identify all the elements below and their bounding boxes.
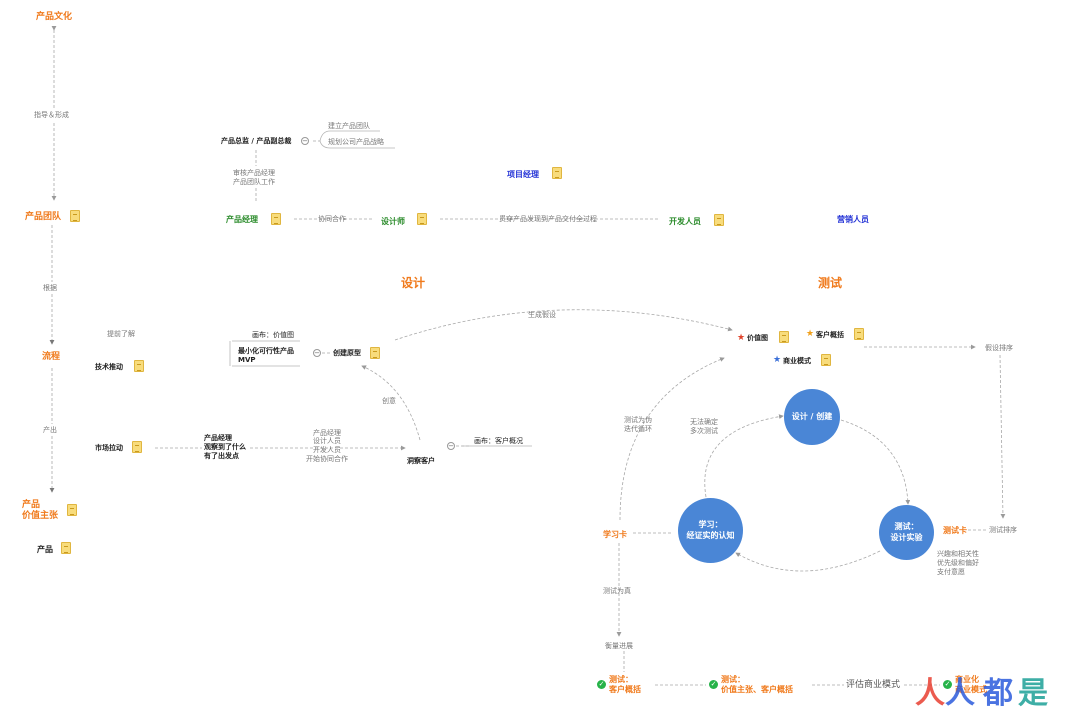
watermark-char: 都 [983, 676, 1014, 711]
mvp-line2: MVP [238, 356, 256, 364]
interest-line3: 支付意愿 [937, 568, 965, 576]
interest-line2: 优先级和偏好 [937, 559, 979, 567]
pm-observe-line2: 观察到了什么 [204, 443, 246, 451]
learning-card-node: 学习卡 [603, 530, 627, 539]
uncertain-line2: 多次测试 [690, 427, 718, 435]
product-label: 产品 [37, 545, 53, 554]
build-team-label: 建立产品团队 [328, 122, 370, 130]
review-line1: 审核产品经理 [233, 169, 275, 177]
mvp-line1: 最小化可行性产品 [238, 347, 294, 355]
output-label: 产出 [43, 426, 57, 434]
note-icon [67, 504, 77, 516]
guide-form-label: 指导＆形成 [34, 111, 69, 119]
product-team-label: 产品团队 [25, 212, 62, 222]
pm-observe-line3: 有了出发点 [204, 452, 239, 460]
collapse-icon: − [313, 349, 321, 357]
uncertain-line1: 无法确定 [690, 418, 718, 426]
test-cp-line1: 测试： [609, 675, 633, 684]
star-icon: ★ [806, 329, 815, 339]
design-create-circle: 设计 / 创建 [784, 389, 840, 445]
value-map-node: 价值图 [747, 334, 768, 342]
through-process-label: 贯穿产品发现到产品交付全过程 [499, 215, 597, 223]
design-section-title: 设计 [401, 276, 426, 290]
know-ahead-label: 提前了解 [107, 330, 135, 338]
note-icon [714, 214, 724, 226]
star-icon: ★ [773, 355, 782, 365]
measure-progress-label: 衡量进展 [605, 642, 633, 650]
check-icon: ✓ [597, 680, 606, 689]
design-create-label: 设计 / 创建 [791, 411, 833, 421]
pm-observe-line1: 产品经理 [204, 434, 232, 442]
test-false-line1: 测试为伪 [624, 416, 652, 424]
watermark-char: 是 [1018, 676, 1049, 711]
note-icon [70, 210, 80, 222]
note-icon [271, 213, 281, 225]
note-icon [854, 328, 864, 340]
customer-profile-node: 客户概括 [816, 331, 844, 339]
value-prop-line1: 产品 [22, 500, 41, 510]
product-culture-label: 产品文化 [36, 12, 73, 22]
observe-customer-node: 洞察客户 [407, 457, 435, 465]
test-cp-line2: 客户概括 [609, 685, 641, 694]
process-label: 流程 [42, 352, 61, 362]
learn-circle: 学习：经证实的认知 [678, 498, 743, 563]
create-prototype-node: 创建原型 [333, 349, 361, 357]
tech-push-node: 技术推动 [95, 363, 123, 371]
roles-line2: 设计人员 [313, 437, 341, 445]
test-card-node: 测试卡 [943, 526, 967, 535]
note-icon [552, 167, 562, 179]
note-icon [821, 354, 831, 366]
check-icon: ✓ [943, 680, 952, 689]
hypothesis-order-label: 假设排序 [985, 344, 1013, 352]
commercial-line2: 商业模式 [955, 685, 987, 694]
evaluate-bm-label: 评估商业模式 [846, 680, 901, 690]
basis-label: 根据 [43, 284, 57, 292]
commercial-line1: 商业化 [955, 675, 979, 684]
collapse-icon: − [447, 442, 455, 450]
value-prop-line2: 价值主张 [22, 511, 59, 521]
test-exp-line1: 测试： [894, 522, 919, 532]
note-icon [779, 331, 789, 343]
note-icon [132, 441, 142, 453]
roles-line1: 产品经理 [313, 429, 341, 437]
note-icon [417, 213, 427, 225]
test-order-label: 测试排序 [989, 526, 1017, 534]
learn-line1: 学习： [698, 520, 723, 530]
review-line2: 产品团队工作 [233, 178, 275, 186]
interest-line1: 兴趣和相关性 [937, 550, 979, 558]
marketer-node: 营销人员 [837, 215, 869, 224]
note-icon [61, 542, 71, 554]
canvas-customer-label: 画布：客户概况 [474, 437, 523, 445]
test-false-line2: 迭代循环 [624, 425, 652, 433]
test-vp-line2: 价值主张、客户概括 [721, 685, 793, 694]
collaborate-label: 协同合作 [318, 215, 346, 223]
director-node: 产品总监 / 产品副总裁 [221, 137, 292, 145]
check-icon: ✓ [709, 680, 718, 689]
test-true-label: 测试为真 [603, 587, 631, 595]
project-manager-node: 项目经理 [507, 170, 539, 179]
roles-line4: 开始协同合作 [306, 455, 348, 463]
product-manager-node: 产品经理 [226, 215, 258, 224]
market-pull-node: 市场拉动 [95, 444, 123, 452]
note-icon [134, 360, 144, 372]
plan-strategy-label: 规划公司产品战略 [328, 138, 384, 146]
test-experiment-circle: 测试：设计实验 [879, 505, 934, 560]
test-vp-line1: 测试： [721, 675, 745, 684]
business-model-node: 商业模式 [783, 357, 811, 365]
canvas-value-label: 画布：价值图 [252, 331, 294, 339]
note-icon [370, 347, 380, 359]
developer-node: 开发人员 [669, 217, 701, 226]
idea-label: 创意 [382, 397, 396, 405]
generate-hypothesis-label: 生成假设 [528, 311, 556, 319]
collapse-icon: − [301, 137, 309, 145]
test-exp-line2: 设计实验 [890, 532, 923, 542]
designer-node: 设计师 [381, 217, 405, 226]
watermark-char: 人 [945, 676, 976, 711]
star-icon: ★ [737, 333, 746, 343]
learn-line2: 经证实的认知 [686, 530, 735, 540]
test-section-title: 测试 [818, 276, 843, 290]
roles-line3: 开发人员 [313, 446, 341, 454]
watermark-char: 人 [915, 676, 946, 711]
